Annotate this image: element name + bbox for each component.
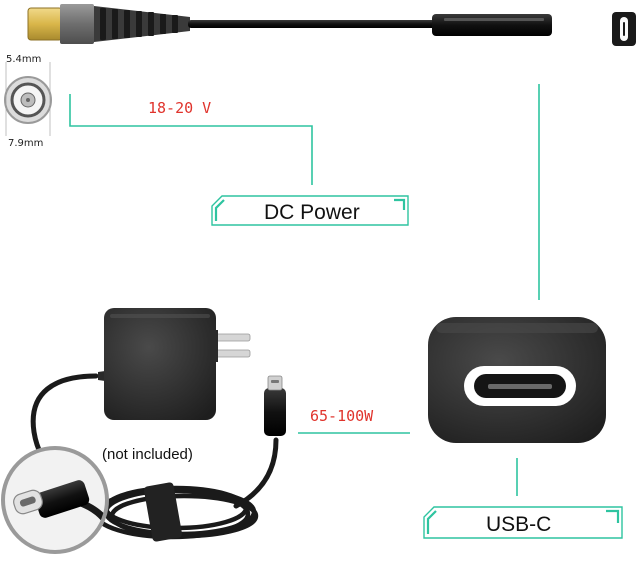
usb-c-female-connector — [428, 317, 606, 443]
leader-lines — [69, 84, 540, 496]
usb-c-port-end-icon — [612, 12, 636, 46]
dc-plug-cable — [27, 4, 552, 44]
usb-c-tag: USB-C — [423, 506, 623, 539]
adapter-note: (not included) — [102, 446, 193, 463]
magnified-usb-c-plug — [1, 446, 109, 554]
dc-plug-end-icon — [4, 62, 52, 136]
usb-c-label: USB-C — [486, 513, 551, 536]
inner-diameter-label: 5.4mm — [6, 54, 41, 65]
dc-power-tag: DC Power — [211, 195, 409, 226]
voltage-label: 18-20 V — [148, 99, 211, 117]
outer-diameter-label: 7.9mm — [8, 138, 43, 149]
dc-power-label: DC Power — [264, 201, 360, 224]
wall-adapter — [30, 308, 286, 542]
voltage-leader-line — [69, 94, 313, 185]
wattage-label: 65-100W — [310, 407, 374, 425]
